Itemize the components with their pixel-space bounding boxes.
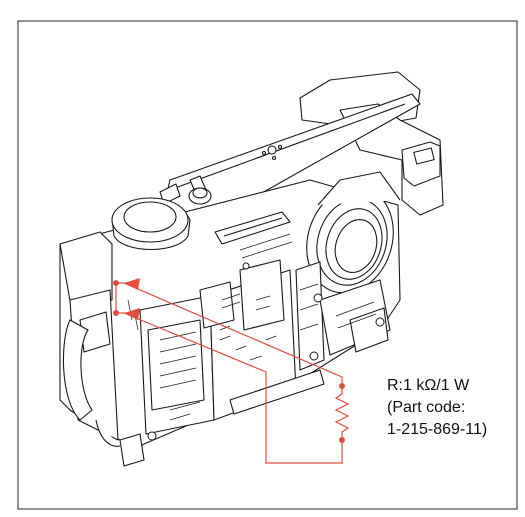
frame-border xyxy=(17,20,518,510)
wire-terminals xyxy=(113,280,345,443)
probe-arrows xyxy=(124,278,140,320)
resistance-label: R:1 kΩ/1 W xyxy=(387,377,470,394)
screws xyxy=(147,262,385,441)
part-code-value: 1-215-869-11) xyxy=(387,421,488,438)
part-code-label: (Part code: xyxy=(387,399,466,416)
resistor-symbol xyxy=(334,386,350,440)
camera-body-drawing xyxy=(59,71,444,467)
